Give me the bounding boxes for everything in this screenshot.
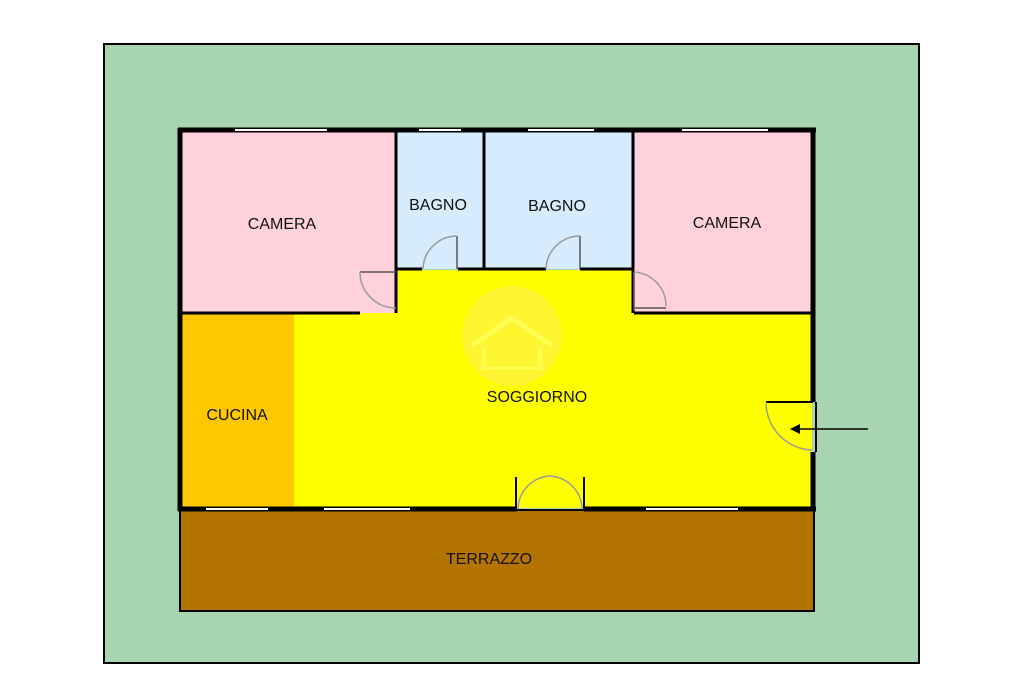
bedroom-right-area — [634, 131, 812, 313]
kitchen-area — [182, 313, 294, 508]
window-top-2 — [419, 129, 461, 131]
arrow-left-icon — [790, 424, 868, 434]
room-label-camera-right: CAMERA — [693, 215, 762, 232]
bathroom-left-area — [397, 131, 484, 269]
terrace-area — [179, 509, 815, 612]
door-entrance — [765, 403, 813, 451]
window-top-4 — [682, 129, 768, 131]
house-logo-icon — [462, 286, 562, 386]
bathroom-right-area — [484, 131, 633, 269]
window-bottom-2 — [324, 508, 410, 510]
door-bedroom-right — [633, 271, 667, 310]
windows — [206, 129, 768, 510]
doors — [359, 235, 813, 509]
room-label-cucina: CUCINA — [206, 407, 268, 424]
window-bottom-3 — [646, 508, 738, 510]
window-top-3 — [528, 129, 594, 131]
room-label-bagno-left: BAGNO — [409, 197, 467, 214]
door-terrace-double — [517, 475, 583, 509]
room-label-soggiorno: SOGGIORNO — [487, 389, 587, 406]
bedroom-left-area — [182, 131, 396, 313]
door-bathroom-right — [545, 235, 581, 270]
door-bathroom-left — [422, 235, 458, 270]
room-label-bagno-right: BAGNO — [528, 198, 586, 215]
room-label-camera-left: CAMERA — [248, 216, 317, 233]
window-top-1 — [235, 129, 327, 131]
door-bedroom-left — [359, 271, 397, 309]
window-bottom-1 — [206, 508, 268, 510]
room-label-terrazzo: TERRAZZO — [446, 551, 532, 568]
